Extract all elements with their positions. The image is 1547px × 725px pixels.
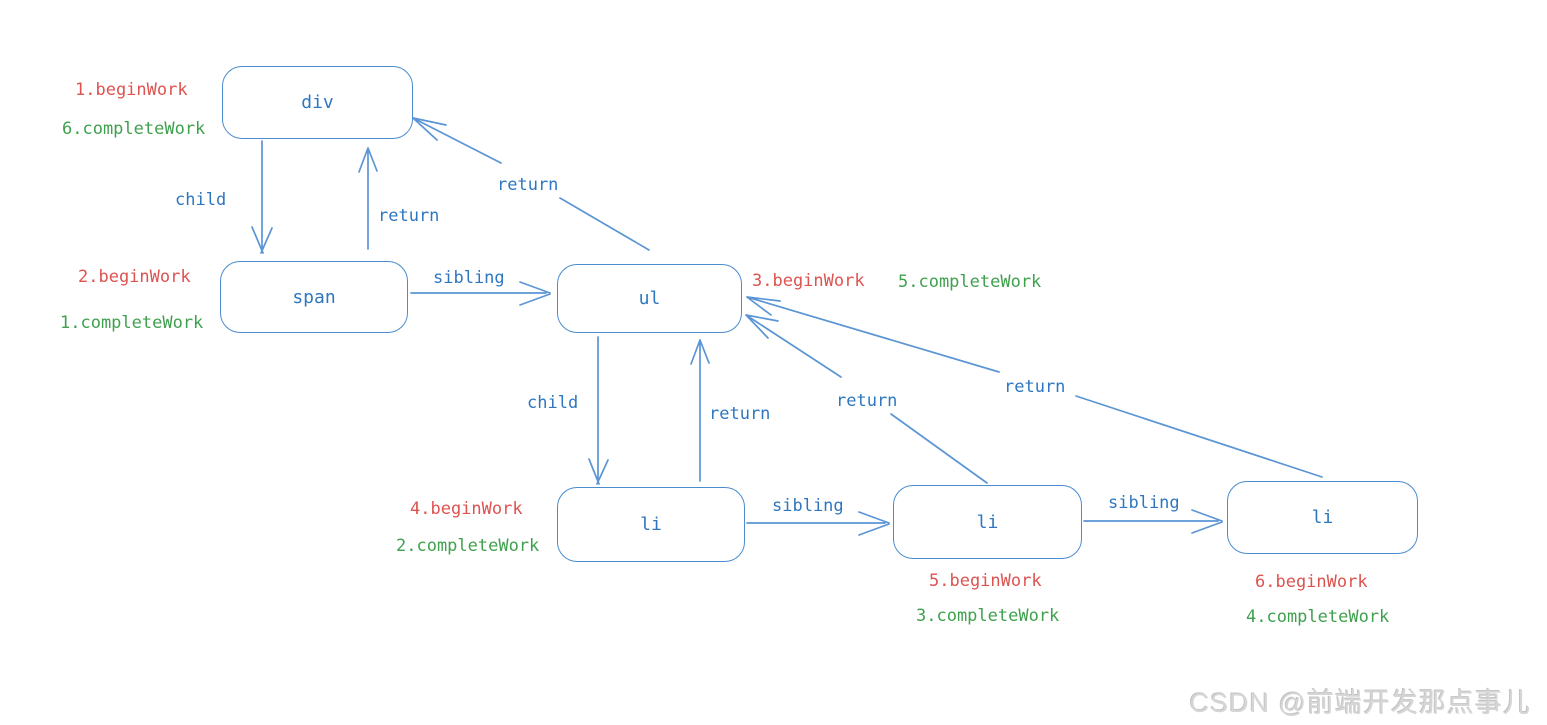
node-div-label: div (301, 92, 334, 113)
node-li-3-label: li (1311, 507, 1334, 528)
arrow-return-li3-ul (746, 296, 1323, 478)
edge-label-sibling-li2-li3: sibling (1108, 493, 1180, 513)
node-li-1-label: li (640, 514, 662, 535)
edge-label-child-ul-li1: child (527, 393, 579, 413)
annotation-ul-completework: 5.completeWork (898, 272, 1042, 292)
node-ul-label: ul (638, 288, 661, 309)
arrow-sibling-li2-li3 (1083, 509, 1223, 534)
node-span-label: span (292, 286, 336, 308)
annotation-span-completework: 1.completeWork (60, 313, 204, 333)
edge-label-return-ul-div: return (497, 175, 559, 195)
node-li-1: li (557, 487, 745, 562)
annotation-div-beginwork: 1.beginWork (75, 80, 188, 100)
node-div: div (222, 66, 413, 139)
node-ul: ul (557, 264, 742, 333)
annotation-li1-beginwork: 4.beginWork (410, 499, 523, 519)
node-li-2: li (893, 485, 1082, 559)
annotation-ul-beginwork: 3.beginWork (752, 271, 865, 291)
arrow-sibling-span-ul (410, 281, 551, 306)
edge-label-return-span-div: return (378, 206, 440, 226)
edge-label-return-li2-ul: return (836, 391, 898, 411)
arrow-child-div-span (251, 140, 273, 254)
annotation-li2-beginwork: 5.beginWork (929, 571, 1042, 591)
edge-label-child-div-span: child (175, 190, 227, 210)
edge-label-sibling-li1-li2: sibling (772, 496, 844, 516)
node-li-3: li (1227, 481, 1418, 554)
annotation-li3-beginwork: 6.beginWork (1255, 572, 1368, 592)
annotation-li3-completework: 4.completeWork (1246, 607, 1390, 627)
node-span: span (220, 261, 408, 333)
arrow-sibling-li1-li2 (746, 511, 890, 536)
node-li-2-label: li (976, 511, 999, 533)
csdn-watermark: CSDN @前端开发那点事儿 (1189, 688, 1531, 718)
annotation-span-beginwork: 2.beginWork (78, 267, 191, 287)
arrow-return-span-div (358, 147, 378, 250)
arrow-return-li1-ul (690, 339, 710, 482)
arrow-return-li2-ul (745, 314, 988, 484)
edge-label-return-li3-ul: return (1004, 377, 1066, 397)
arrow-child-ul-li1 (588, 336, 609, 485)
edge-label-return-li1-ul: return (709, 404, 771, 424)
annotation-li1-completework: 2.completeWork (396, 536, 540, 556)
arrow-return-ul-div (412, 117, 650, 251)
edge-label-sibling-span-ul: sibling (433, 268, 505, 288)
annotation-div-completework: 6.completeWork (62, 119, 206, 139)
annotation-li2-completework: 3.completeWork (916, 606, 1060, 626)
